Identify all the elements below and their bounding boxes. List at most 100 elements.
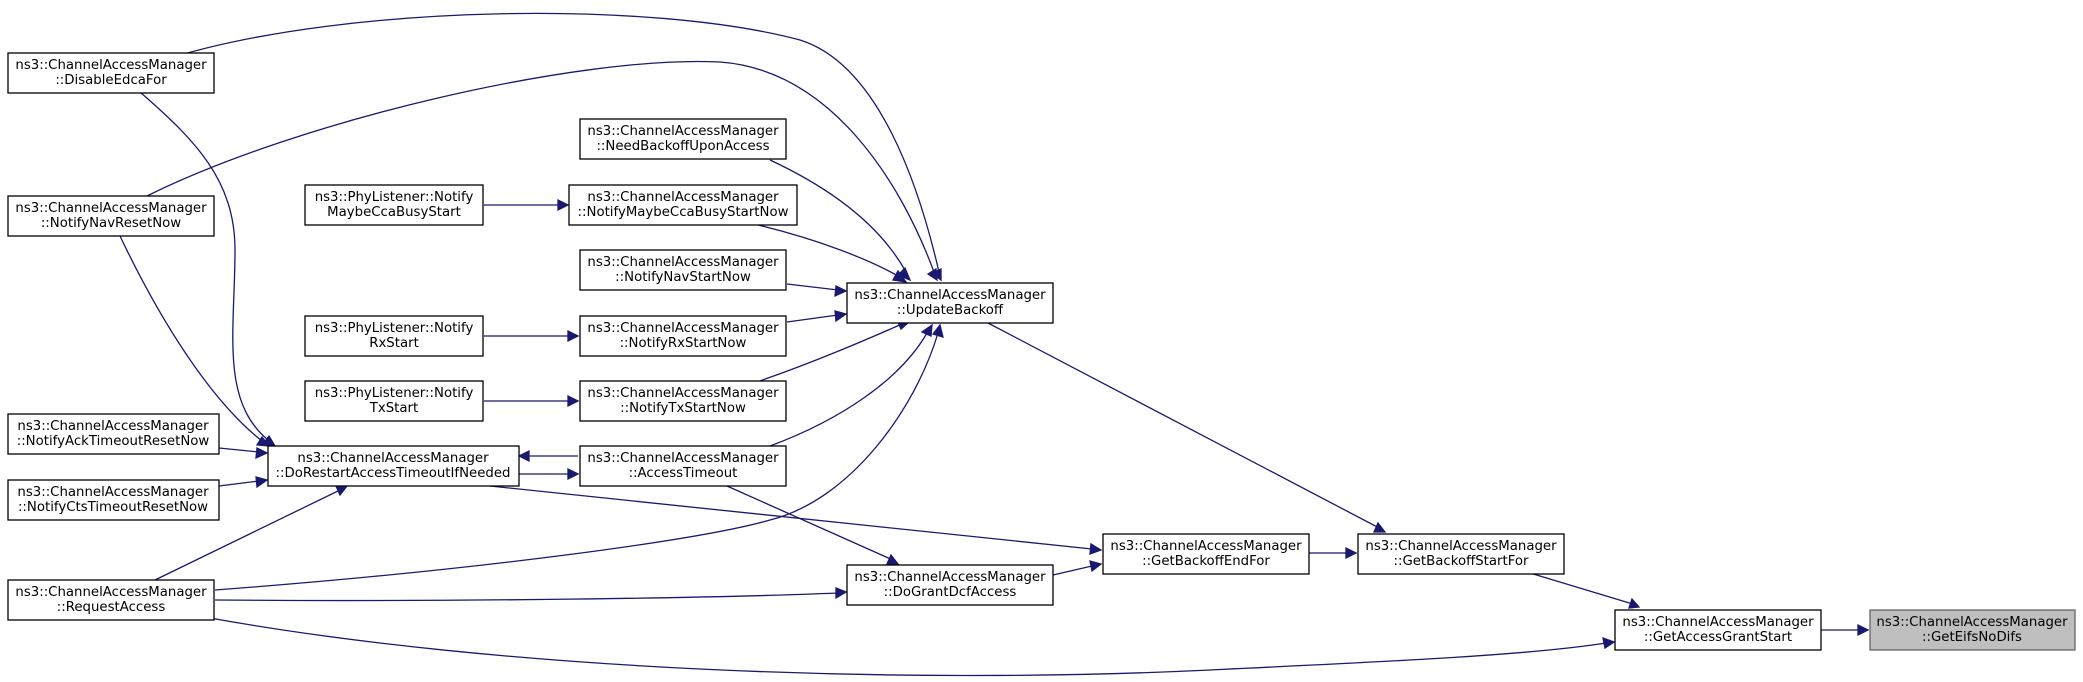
edge-disableedcafor-to-dorestartaccesstimeout <box>139 91 269 441</box>
node-label-line-1: ns3::ChannelAccessManager <box>587 386 779 401</box>
node-label-line-2: ::UpdateBackoff <box>897 303 1004 318</box>
edges <box>119 12 1870 677</box>
node-get-backoff-start-for[interactable]: ns3::ChannelAccessManager ::GetBackoffSt… <box>1357 533 1565 575</box>
node-label-line-1: ns3::ChannelAccessManager <box>854 570 1046 585</box>
arrowhead-icon <box>557 198 570 212</box>
node-label-line-2: MaybeCcaBusyStart <box>327 205 461 220</box>
edge-requestaccess-to-getaccessgrantstart <box>209 617 1607 677</box>
arrowhead-icon <box>931 323 944 338</box>
node-label-line-1: ns3::ChannelAccessManager <box>587 321 779 336</box>
edge-accesstimeout-to-dograntdcfaccess <box>726 485 896 562</box>
node-label-line-2: ::GetEifsNoDifs <box>1922 630 2022 645</box>
node-label-line-2: ::NotifyNavStartNow <box>615 270 751 285</box>
node-label-line-1: ns3::ChannelAccessManager <box>1365 539 1557 554</box>
arrowhead-icon <box>926 267 938 282</box>
node-notify-nav-reset-now[interactable]: ns3::ChannelAccessManager ::NotifyNavRes… <box>7 195 215 237</box>
node-label-line-1: ns3::ChannelAccessManager <box>854 288 1046 303</box>
edge-notifymaybeccabusystartnow-to-updatebackoff <box>757 224 899 277</box>
node-label-line-1: ns3::ChannelAccessManager <box>297 451 489 466</box>
node-label-line-1: ns3::ChannelAccessManager <box>1110 539 1302 554</box>
node-label-line-1: ns3::ChannelAccessManager <box>587 255 779 270</box>
arrowhead-icon <box>1628 597 1641 609</box>
arrowhead-icon <box>1602 636 1616 650</box>
node-get-backoff-end-for[interactable]: ns3::ChannelAccessManager ::GetBackoffEn… <box>1102 533 1310 575</box>
node-label-line-1: ns3::ChannelAccessManager <box>15 201 207 216</box>
node-access-timeout[interactable]: ns3::ChannelAccessManager ::AccessTimeou… <box>579 445 787 487</box>
edge-dograntdcfaccess-to-getbackoffendfor <box>1052 565 1093 576</box>
arrowhead-icon <box>567 329 580 343</box>
node-phy-notify-rx-start[interactable]: ns3::PhyListener::Notify RxStart <box>304 315 484 357</box>
node-label-line-2: ::RequestAccess <box>57 600 166 615</box>
node-label-line-2: ::GetBackoffEndFor <box>1142 554 1270 569</box>
arrowhead-icon <box>334 485 349 497</box>
arrowhead-icon <box>920 323 933 337</box>
node-phy-notify-maybe-cca-busy-start[interactable]: ns3::PhyListener::Notify MaybeCcaBusySta… <box>304 184 484 226</box>
arrowhead-icon <box>255 435 271 447</box>
arrowhead-icon <box>567 467 580 481</box>
arrowhead-icon <box>255 446 269 460</box>
node-label-line-2: ::NotifyAckTimeoutResetNow <box>17 434 210 449</box>
node-label-line-2: TxStart <box>369 401 418 416</box>
arrowhead-icon <box>255 476 269 489</box>
node-label-line-1: ns3::ChannelAccessManager <box>17 485 209 500</box>
edge-requestaccess-to-updatebackoff <box>214 332 939 591</box>
arrowhead-icon <box>891 269 908 283</box>
node-notify-ack-timeout-reset-now[interactable]: ns3::ChannelAccessManager ::NotifyAckTim… <box>7 413 220 455</box>
node-update-backoff[interactable]: ns3::ChannelAccessManager ::UpdateBackof… <box>846 282 1054 324</box>
node-label-line-2: ::NotifyCtsTimeoutResetNow <box>18 500 208 515</box>
edge-needbackoffuponaccess-to-updatebackoff <box>769 159 907 273</box>
arrowhead-icon <box>834 310 848 323</box>
arrowhead-icon <box>1345 546 1358 560</box>
node-label-line-1: ns3::ChannelAccessManager <box>587 124 779 139</box>
arrowhead-icon <box>1857 623 1870 637</box>
node-label-line-2: ::NeedBackoffUponAccess <box>596 139 769 154</box>
node-label-line-2: ::NotifyTxStartNow <box>620 401 746 416</box>
node-label-line-2: ::AccessTimeout <box>629 466 738 481</box>
arrowhead-icon <box>896 266 912 282</box>
node-label-line-2: RxStart <box>369 336 419 351</box>
node-label-line-1: ns3::ChannelAccessManager <box>587 190 779 205</box>
edge-getbackoffstartfor-to-getaccessgrantstart <box>1529 572 1637 606</box>
node-phy-notify-tx-start[interactable]: ns3::PhyListener::Notify TxStart <box>304 380 484 422</box>
edge-disableedcafor-to-updatebackoff <box>176 12 940 273</box>
arrowhead-icon <box>834 284 848 298</box>
node-label-line-2: ::GetBackoffStartFor <box>1393 554 1529 569</box>
node-notify-nav-start-now[interactable]: ns3::ChannelAccessManager ::NotifyNavSta… <box>579 249 787 291</box>
node-disable-edca-for[interactable]: ns3::ChannelAccessManager ::DisableEdcaF… <box>7 52 215 94</box>
edge-notifyctstimeoutresetnow-to-dorestartaccesstimeout <box>218 480 260 487</box>
edge-notifynavresetnow-to-updatebackoff <box>146 60 935 273</box>
node-request-access[interactable]: ns3::ChannelAccessManager ::RequestAcces… <box>7 579 215 621</box>
arrowhead-icon <box>567 394 580 408</box>
edge-requestaccess-to-dograntdcfaccess <box>214 592 839 602</box>
node-label-line-2: ::NotifyMaybeCcaBusyStartNow <box>578 205 789 220</box>
node-notify-tx-start-now[interactable]: ns3::ChannelAccessManager ::NotifyTxStar… <box>579 380 787 422</box>
node-do-grant-dcf-access[interactable]: ns3::ChannelAccessManager ::DoGrantDcfAc… <box>846 564 1054 606</box>
edge-notifynavresetnow-to-dorestartaccesstimeout <box>119 235 263 442</box>
node-label-line-2: ::NotifyNavResetNow <box>41 216 181 231</box>
node-notify-cts-timeout-reset-now[interactable]: ns3::ChannelAccessManager ::NotifyCtsTim… <box>7 479 220 521</box>
node-get-eifs-no-difs[interactable]: ns3::ChannelAccessManager ::GetEifsNoDif… <box>1869 609 2076 651</box>
node-label-line-2: ::NotifyRxStartNow <box>620 336 747 351</box>
edge-dorestartaccesstimeout-to-getbackoffendfor <box>489 485 1093 550</box>
node-label-line-1: ns3::ChannelAccessManager <box>15 585 207 600</box>
node-get-access-grant-start[interactable]: ns3::ChannelAccessManager ::GetAccessGra… <box>1614 609 1822 651</box>
arrowhead-icon <box>1089 560 1103 573</box>
node-label-line-2: ::DisableEdcaFor <box>55 73 167 88</box>
node-label-line-1: ns3::ChannelAccessManager <box>1622 615 1814 630</box>
arrowhead-icon <box>1089 542 1103 555</box>
edge-updatebackoff-to-getbackoffstartfor <box>987 322 1384 531</box>
node-label-line-1: ns3::PhyListener::Notify <box>315 321 474 336</box>
edge-accesstimeout-to-updatebackoff <box>769 332 928 447</box>
node-label-line-1: ns3::ChannelAccessManager <box>587 451 779 466</box>
node-notify-rx-start-now[interactable]: ns3::ChannelAccessManager ::NotifyRxStar… <box>579 315 787 357</box>
node-label-line-2: ::DoRestartAccessTimeoutIfNeeded <box>276 466 511 481</box>
edge-notifyacktimeoutresetnow-to-dorestartaccesstimeout <box>218 447 260 453</box>
node-need-backoff-upon-access[interactable]: ns3::ChannelAccessManager ::NeedBackoffU… <box>579 118 787 160</box>
node-label-line-1: ns3::PhyListener::Notify <box>315 190 474 205</box>
arrowhead-icon <box>517 449 530 463</box>
node-notify-maybe-cca-busy-start-now[interactable]: ns3::ChannelAccessManager ::NotifyMaybeC… <box>568 184 798 226</box>
node-label-line-2: ::GetAccessGrantStart <box>1644 630 1792 645</box>
node-do-restart-access-timeout-if-needed[interactable]: ns3::ChannelAccessManager ::DoRestartAcc… <box>267 445 520 487</box>
edge-requestaccess-to-dorestartaccesstimeout <box>154 489 341 581</box>
